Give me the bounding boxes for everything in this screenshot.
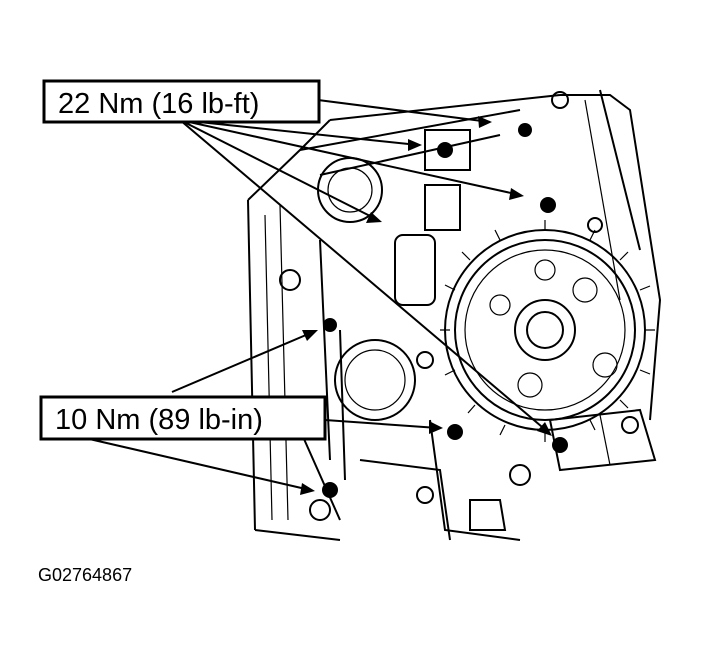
bolt (447, 424, 463, 440)
callout-upper-label: 22 Nm (16 lb-ft) (58, 88, 259, 120)
bolt (518, 123, 532, 137)
bolt (540, 197, 556, 213)
figure-id: G02764867 (38, 565, 133, 585)
callout-lower-label: 10 Nm (89 lb-in) (55, 404, 263, 436)
bolt (323, 318, 337, 332)
lower-callout-leaders (84, 330, 443, 495)
bolt (322, 482, 338, 498)
bolt (437, 142, 453, 158)
callout-torque-upper: 22 Nm (16 lb-ft) (42, 79, 321, 124)
engine-illustration (247, 89, 662, 541)
callout-torque-lower: 10 Nm (89 lb-in) (39, 395, 327, 441)
bolt (552, 437, 568, 453)
upper-callout-leaders (179, 99, 552, 436)
